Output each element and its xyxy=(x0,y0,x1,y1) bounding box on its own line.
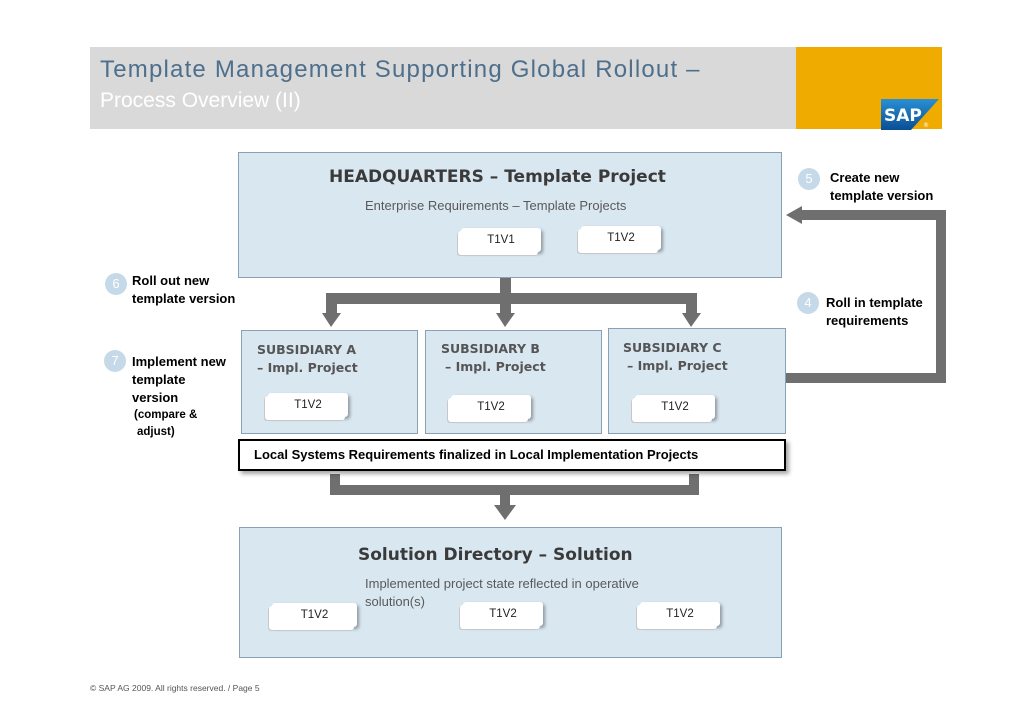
subsidiary-c-title: SUBSIDIARY C xyxy=(623,340,722,355)
sap-logo: SAP ® xyxy=(881,99,939,130)
collection-bar xyxy=(330,485,699,495)
footer-copyright: © SAP AG 2009. All rights reserved. / Pa… xyxy=(90,683,260,693)
drop-c xyxy=(686,293,697,315)
step-4-label-line2: requirements xyxy=(826,313,909,328)
subsidiary-a-subtitle: – Impl. Project xyxy=(257,360,358,375)
page-title: Template Management Supporting Global Ro… xyxy=(100,56,701,83)
step-7-label-line5: adjust) xyxy=(137,426,175,438)
step-6-label-line1: Roll out new xyxy=(132,273,210,288)
step-7-badge: 7 xyxy=(104,350,126,372)
step-7-label-line2: template xyxy=(132,372,186,387)
step-5-badge: 5 xyxy=(798,168,820,190)
subsidiary-c-subtitle: – Impl. Project xyxy=(627,358,728,373)
subsidiary-a-version-chip: T1V2 xyxy=(268,393,348,417)
step-7-label-line3: version xyxy=(132,390,179,405)
subsidiary-b-subtitle: – Impl. Project xyxy=(445,359,546,374)
drop-a xyxy=(326,293,337,315)
arrow-to-sub-c xyxy=(682,313,701,327)
solution-subtitle-line1: Implemented project state reflected in o… xyxy=(365,576,639,591)
arrow-to-sub-b xyxy=(496,313,515,327)
arrow-to-sub-a xyxy=(322,313,341,327)
subsidiary-c-version-chip: T1V2 xyxy=(635,395,715,419)
subsidiary-c-panel: SUBSIDIARY C – Impl. Project T1V2 xyxy=(608,328,786,434)
subsidiary-a-panel: SUBSIDIARY A – Impl. Project T1V2 xyxy=(241,330,418,434)
step-4-label-line1: Roll in template xyxy=(826,295,923,310)
collect-c xyxy=(689,474,699,494)
step-5-label-line1: Create new xyxy=(830,170,900,185)
solution-version-chip-1: T1V2 xyxy=(272,603,357,627)
headquarters-subtitle: Enterprise Requirements – Template Proje… xyxy=(365,198,627,213)
subsidiary-b-title: SUBSIDIARY B xyxy=(441,341,540,356)
solution-title: Solution Directory – Solution xyxy=(358,545,633,565)
rollin-bottom xyxy=(786,373,946,383)
subsidiary-b-panel: SUBSIDIARY B – Impl. Project T1V2 xyxy=(425,330,602,434)
headquarters-title: HEADQUARTERS – Template Project xyxy=(329,167,666,187)
collect-drop xyxy=(500,485,510,507)
arrow-to-hq xyxy=(786,206,802,224)
solution-subtitle-line2: solution(s) xyxy=(365,594,425,609)
step-7-label-line4: (compare & xyxy=(134,409,198,421)
local-requirements-box: Local Systems Requirements finalized in … xyxy=(238,439,786,471)
step-4-badge: 4 xyxy=(797,292,819,314)
rollin-top xyxy=(800,210,946,220)
solution-panel: Solution Directory – Solution Implemente… xyxy=(239,527,782,658)
step-6-badge: 6 xyxy=(105,273,127,295)
title-band xyxy=(90,47,796,129)
subsidiary-b-version-chip: T1V2 xyxy=(451,395,531,419)
collect-a xyxy=(330,474,340,494)
solution-version-chip-2: T1V2 xyxy=(463,602,543,626)
rollin-vertical xyxy=(936,210,946,383)
solution-version-chip-3: T1V2 xyxy=(640,602,720,626)
step-6-label-line2: template version xyxy=(132,291,236,306)
version-chip-t1v1: T1V1 xyxy=(461,228,541,252)
distribution-bar xyxy=(326,293,697,304)
step-7-label-line1: Implement new xyxy=(132,354,226,369)
svg-text:®: ® xyxy=(923,122,929,129)
headquarters-panel: HEADQUARTERS – Template Project Enterpri… xyxy=(238,152,782,278)
page-subtitle: Process Overview (II) xyxy=(100,89,301,112)
hq-connector xyxy=(500,278,511,298)
drop-b xyxy=(500,293,511,315)
subsidiary-a-title: SUBSIDIARY A xyxy=(257,342,357,357)
arrow-to-solution xyxy=(494,505,516,520)
sap-logo-text: SAP xyxy=(884,106,922,126)
step-5-label-line2: template version xyxy=(830,188,934,203)
version-chip-t1v2: T1V2 xyxy=(581,226,661,250)
